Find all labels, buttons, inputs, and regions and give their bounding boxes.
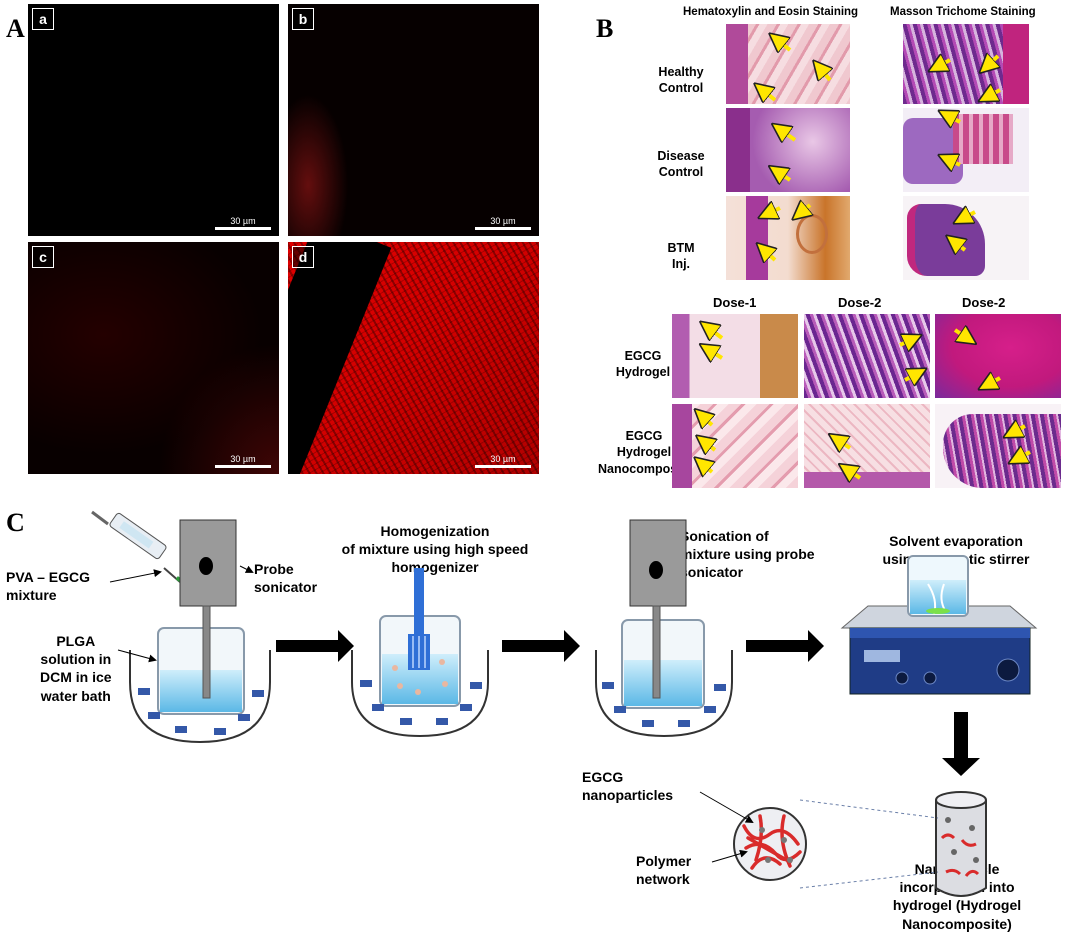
polymer-network-zoom-icon <box>733 807 807 881</box>
masson-disease-image <box>903 108 1029 192</box>
homogenization-label: Homogenization of mixture using high spe… <box>341 523 529 576</box>
scale-bar: 30 µm <box>475 216 531 230</box>
probe-sonicator-label: Probe sonicator <box>254 561 318 596</box>
magnetic-stirrer-icon <box>840 555 1038 695</box>
scale-bar: 30 µm <box>215 216 271 230</box>
he-staining-header: Hematoxylin and Eosin Staining <box>683 6 859 18</box>
dose-2-header: Dose-2 <box>838 295 882 310</box>
micrograph-c: c 30 µm <box>28 242 279 474</box>
subpanel-label: c <box>32 246 54 268</box>
syringe-icon <box>91 510 185 584</box>
nanocomposite-dose2-image <box>804 404 930 488</box>
scale-bar: 30 µm <box>475 454 531 468</box>
micrograph-d: d 30 µm <box>288 242 539 474</box>
scale-bar: 30 µm <box>215 454 271 468</box>
hydrogel-cylinder-icon <box>935 791 987 897</box>
masson-healthy-image <box>903 24 1029 104</box>
hydrogel-dose1-image <box>672 314 798 398</box>
process-diagram <box>91 510 1038 897</box>
probe-sonicator-2-icon <box>595 519 733 738</box>
micrograph-b: b 30 µm <box>288 4 539 236</box>
row-label-disease: Disease Control <box>657 149 705 180</box>
plga-solution-label: PLGA solution in DCM in ice water bath <box>40 633 112 704</box>
panel-b-letter: B <box>596 14 614 43</box>
row-label-healthy: Healthy Control <box>658 65 704 96</box>
ice-bath-1 <box>129 605 271 744</box>
nanocomposite-dose3-image <box>935 404 1061 488</box>
dose-3-header: Dose-2 <box>962 295 1006 310</box>
sonication-label: Sonication of mixture using probe sonica… <box>680 528 815 581</box>
homogenizer-icon <box>351 568 489 738</box>
polymer-network-label: Polymer network <box>636 853 692 888</box>
row-label-egcg-hydrogel: EGCG Hydrogel <box>615 349 671 380</box>
panel-a-letter: A <box>6 14 25 43</box>
pva-egcg-label: PVA – EGCG mixture <box>6 569 91 604</box>
masson-staining-header: Masson Trichome Staining <box>890 6 1036 18</box>
dose-1-header: Dose-1 <box>713 295 757 310</box>
row-label-btm: BTM Inj. <box>667 241 695 272</box>
subpanel-label: d <box>292 246 314 268</box>
row-label-egcg-nanocomposite: EGCG Hydrogel Nanocomposite <box>598 429 692 476</box>
subpanel-label: b <box>292 8 314 30</box>
subpanel-label: a <box>32 8 54 30</box>
egcg-nanoparticles-label: EGCG nanoparticles <box>582 769 674 804</box>
annotation-arrows <box>0 0 1031 500</box>
panel-c-letter: C <box>6 508 25 537</box>
micrograph-a: a 30 µm <box>28 4 279 236</box>
